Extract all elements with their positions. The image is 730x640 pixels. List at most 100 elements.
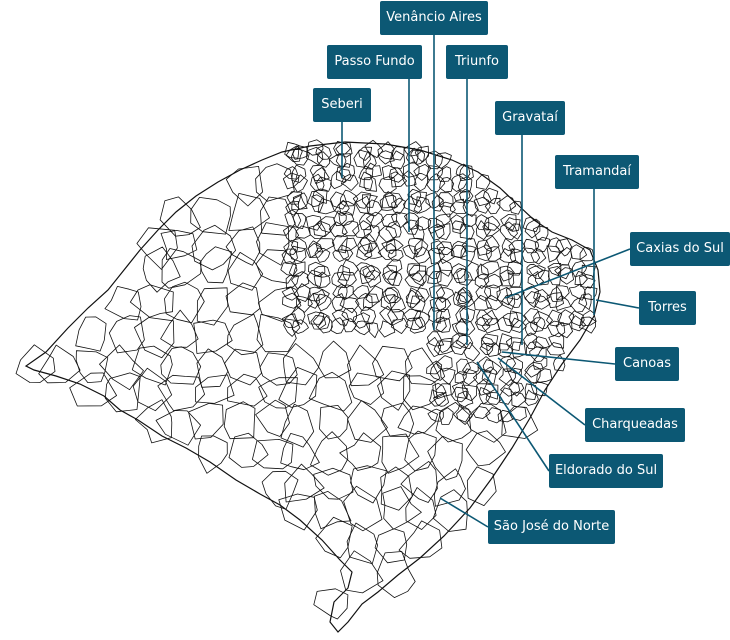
- municipality-boundary: [308, 261, 326, 278]
- municipality-boundary: [38, 344, 81, 384]
- municipality-boundary: [228, 432, 269, 468]
- municipality-boundary: [284, 463, 325, 503]
- municipality-boundary: [483, 273, 503, 289]
- municipality-boundary: [429, 362, 446, 381]
- municipality-boundary: [319, 405, 349, 440]
- municipality-boundary: [291, 238, 308, 253]
- municipality-boundary: [331, 309, 349, 326]
- municipality-boundary: [508, 381, 525, 397]
- municipality-boundary: [316, 216, 336, 233]
- municipality-boundary: [381, 433, 420, 474]
- municipality-boundary: [582, 286, 598, 301]
- municipality-boundary: [485, 407, 502, 424]
- municipality-boundary: [311, 194, 325, 213]
- municipality-boundary: [365, 322, 379, 339]
- municipality-boundary: [452, 220, 467, 234]
- municipality-boundary: [501, 406, 539, 439]
- municipality-boundary: [314, 247, 331, 263]
- municipality-boundary: [485, 295, 503, 311]
- municipality-boundary: [256, 222, 290, 266]
- municipality-boundary: [476, 263, 490, 280]
- municipality-boundary: [223, 401, 256, 440]
- municipality-boundary: [426, 360, 443, 375]
- municipality-boundary: [433, 391, 449, 407]
- municipality-boundary: [404, 272, 425, 289]
- municipality-boundary: [483, 235, 500, 252]
- municipality-boundary: [426, 173, 446, 193]
- municipality-boundary: [362, 194, 378, 208]
- municipality-boundary: [196, 348, 229, 388]
- municipality-boundary: [382, 264, 398, 280]
- municipality-boundary: [380, 294, 396, 311]
- municipality-boundary: [374, 528, 408, 564]
- label-venancio-aires: Venâncio Aires: [380, 1, 488, 35]
- municipality-boundary: [306, 146, 324, 166]
- municipality-boundary: [405, 347, 441, 385]
- municipality-boundary: [376, 551, 416, 598]
- label-torres: Torres: [639, 291, 696, 325]
- municipality-boundary: [530, 247, 547, 265]
- municipality-boundary: [377, 226, 397, 243]
- municipality-boundary: [452, 291, 468, 308]
- municipality-boundary: [547, 237, 565, 253]
- municipality-boundary: [508, 272, 522, 288]
- municipality-boundary: [283, 166, 298, 180]
- municipality-boundary: [160, 346, 202, 385]
- municipality-boundary: [157, 374, 205, 412]
- municipality-boundary: [461, 384, 478, 402]
- municipality-boundary: [315, 238, 335, 253]
- municipality-boundary: [484, 197, 501, 215]
- municipality-boundary: [535, 269, 550, 286]
- municipality-boundary: [466, 466, 497, 506]
- municipality-boundary: [227, 373, 268, 407]
- municipality-boundary: [402, 245, 419, 260]
- municipality-boundary: [451, 173, 469, 192]
- municipality-boundary: [309, 222, 327, 239]
- municipality-boundary: [372, 345, 413, 382]
- municipality-boundary: [533, 310, 553, 330]
- municipality-boundary: [280, 433, 320, 471]
- municipality-boundary: [142, 246, 181, 293]
- municipality-boundary: [402, 219, 419, 235]
- municipality-boundary: [348, 372, 384, 405]
- municipality-boundary: [291, 306, 306, 325]
- municipality-boundary: [313, 491, 352, 530]
- municipality-boundary: [283, 226, 300, 243]
- municipality-boundary: [363, 293, 380, 308]
- municipality-boundary: [377, 370, 411, 411]
- municipality-boundary: [289, 245, 307, 263]
- municipality-boundary: [278, 367, 318, 408]
- municipality-boundary: [334, 199, 350, 216]
- municipality-boundary: [282, 292, 302, 309]
- municipality-boundary: [435, 317, 451, 333]
- municipality-boundary: [453, 404, 471, 423]
- municipality-boundary: [509, 200, 522, 215]
- municipality-boundary: [405, 287, 424, 305]
- municipality-boundary: [507, 223, 523, 240]
- municipality-boundary: [557, 267, 574, 285]
- municipality-boundary: [405, 317, 424, 330]
- municipality-boundary: [316, 151, 331, 168]
- municipality-boundary: [258, 377, 298, 409]
- municipality-boundary: [427, 271, 442, 285]
- municipality-boundary: [401, 170, 417, 187]
- municipality-boundary: [108, 315, 145, 354]
- municipality-boundary: [355, 262, 376, 278]
- municipality-boundary: [313, 220, 332, 237]
- municipality-boundary: [199, 246, 233, 284]
- municipality-boundary: [363, 150, 377, 170]
- municipality-boundary: [339, 432, 382, 471]
- municipality-boundary: [284, 141, 300, 159]
- municipality-boundary: [378, 176, 397, 194]
- municipality-boundary: [511, 341, 527, 358]
- municipality-boundary: [546, 320, 566, 338]
- municipality-boundary: [476, 244, 492, 261]
- municipality-boundary: [134, 399, 173, 444]
- municipality-boundary: [196, 287, 229, 326]
- municipality-boundary: [347, 344, 385, 387]
- label-passo-fundo: Passo Fundo: [327, 45, 422, 79]
- municipality-boundary: [316, 293, 332, 312]
- municipality-boundary: [391, 211, 408, 228]
- municipality-boundary: [497, 343, 514, 358]
- municipality-boundary: [455, 335, 474, 350]
